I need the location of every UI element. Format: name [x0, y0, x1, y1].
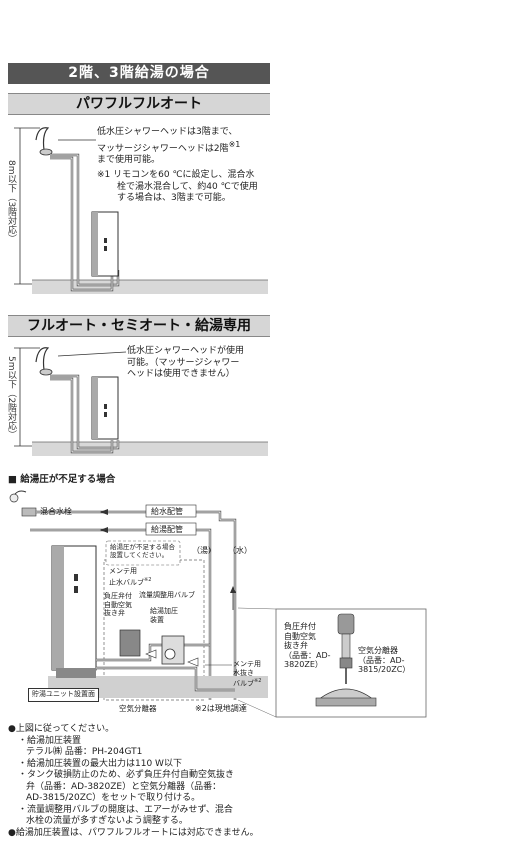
note-4: ・給湯加圧装置の最大出力は110 W以下	[18, 758, 182, 769]
check-valve-3: 抜き弁	[104, 609, 125, 617]
block1-note-mark: ※1	[228, 139, 241, 149]
block1-footnote-line1: ※1 リモコンを60 ℃に設定し、混合水	[97, 170, 255, 180]
block2-title: フルオート・セミオート・給湯専用	[8, 315, 270, 337]
note-5: ・タンク破損防止のため、必ず負圧弁付自動空気抜き	[18, 770, 235, 780]
bottom-notes: ●上図に従ってください。 ・給湯加圧装置 テラル㈱ 品番：PH-204GT1 ・…	[8, 724, 288, 839]
block1-title: パワフルフルオート	[8, 93, 270, 115]
section-title: 2階、3階給湯の場合	[8, 63, 270, 84]
note-9: 水栓の流量が多すぎないよう調整する。	[26, 816, 188, 826]
note-7: AD-3815/20ZC）をセットで取り付ける。	[26, 793, 201, 803]
inset-sep-2: （品番：AD-	[358, 655, 405, 665]
drain-1: メンテ用	[233, 660, 261, 668]
separator-label: 空気分離器	[119, 704, 157, 713]
hot-label: （湯）	[192, 546, 216, 555]
drain-2: 水抜き	[233, 668, 254, 677]
drain-mark: ※2	[254, 678, 262, 684]
inset-sep-1: 空気分離器	[358, 646, 398, 655]
check-valve-1: 負圧弁付	[104, 592, 132, 600]
note-10: ●給湯加圧装置は、パワフルフルオートには対応できません。	[8, 827, 259, 838]
check-valve-label: 負圧弁付 自動空気 抜き弁	[104, 592, 132, 618]
booster-label: 給湯加圧 装置	[150, 607, 178, 624]
inset-check-5: 3820ZE）	[284, 660, 323, 669]
diagram-heading: ■ 給湯圧が不足する場合	[8, 474, 116, 485]
block1-note-line3: まで使用可能。	[97, 155, 161, 165]
block2-note-line1: 低水圧シャワーヘッドが使用	[127, 346, 245, 356]
note-2: ・給湯加圧装置	[18, 735, 82, 746]
flow-valve-label: 流量調整用バルブ	[139, 591, 195, 599]
maint-valve-mark: ※2	[144, 576, 152, 583]
note-6: 弁（品番：AD-3820ZE）と空気分離器（品番：	[26, 781, 222, 792]
block1-footnote-line2: 栓で湯水混合して、約40 ℃で使用	[117, 181, 258, 192]
maint-valve-label: メンテ用 止水バルブ※2	[109, 567, 151, 586]
drain-3: バルブ	[233, 679, 254, 688]
water-label: （水）	[228, 546, 252, 555]
inset-check-2: 自動空気	[284, 631, 316, 641]
inset-check-1: 負圧弁付	[284, 622, 316, 631]
block2-note-line3: ヘッドは使用できません）	[127, 369, 235, 379]
block1-footnote-line3: する場合は、3階まで可能。	[117, 193, 231, 203]
inset-sep-3: 3815/20ZC）	[358, 665, 411, 674]
block2-height-label: 5m以下（2階対応）	[6, 356, 16, 440]
check-valve-2: 自動空気	[104, 600, 132, 609]
mixing-valve-label: 混合水栓	[40, 507, 72, 516]
inset-check-valve: 負圧弁付 自動空気 抜き弁 （品番：AD- 3820ZE）	[284, 622, 331, 670]
block1-note-line2: マッサージシャワーヘッドは2階	[97, 143, 229, 154]
block1-height-label: 8m以下（3階対応）	[6, 160, 16, 244]
inset-check-4: （品番：AD-	[284, 650, 331, 660]
insufficient-note: 給湯圧が不足する場合 設置してください。	[110, 543, 175, 559]
block1-note-line1: 低水圧シャワーヘッドは3階まで、	[97, 127, 238, 137]
insufficient-note-1: 給湯圧が不足する場合	[110, 543, 175, 551]
note-8: ・流量調整用バルブの開度は、エアーがみせず、混合	[18, 804, 233, 815]
booster-1: 給湯加圧	[150, 607, 178, 615]
block1-note: 低水圧シャワーヘッドは3階まで、 マッサージシャワーヘッドは2階※1 まで使用可…	[97, 127, 240, 167]
booster-2: 装置	[150, 615, 164, 624]
note-3: テラル㈱ 品番：PH-204GT1	[26, 747, 143, 757]
inset-separator: 空気分離器 （品番：AD- 3815/20ZC）	[358, 646, 410, 675]
maint-valve-2: 止水バルブ	[109, 577, 144, 586]
water-pipe-label: 給水配管	[151, 507, 183, 516]
note-1: ●上図に従ってください。	[8, 724, 115, 734]
maint-valve-1: メンテ用	[109, 567, 137, 575]
site-note: ※2は現地調達	[195, 704, 247, 713]
block1-footnote: ※1 リモコンを60 ℃に設定し、混合水 栓で湯水混合して、約40 ℃で使用 す…	[97, 170, 258, 205]
insufficient-note-2: 設置してください。	[110, 551, 169, 559]
inset-check-3: 抜き弁	[284, 641, 308, 650]
tank-base-label: 貯湯ユニット設置面	[28, 688, 99, 702]
block2-note: 低水圧シャワーヘッドが使用 可能。（マッサージシャワー ヘッドは使用できません）	[127, 346, 244, 381]
hot-pipe-label: 給湯配管	[151, 525, 183, 534]
block2-note-line2: 可能。（マッサージシャワー	[127, 357, 240, 368]
drain-valve-label: メンテ用 水抜き バルブ※2	[233, 660, 261, 688]
